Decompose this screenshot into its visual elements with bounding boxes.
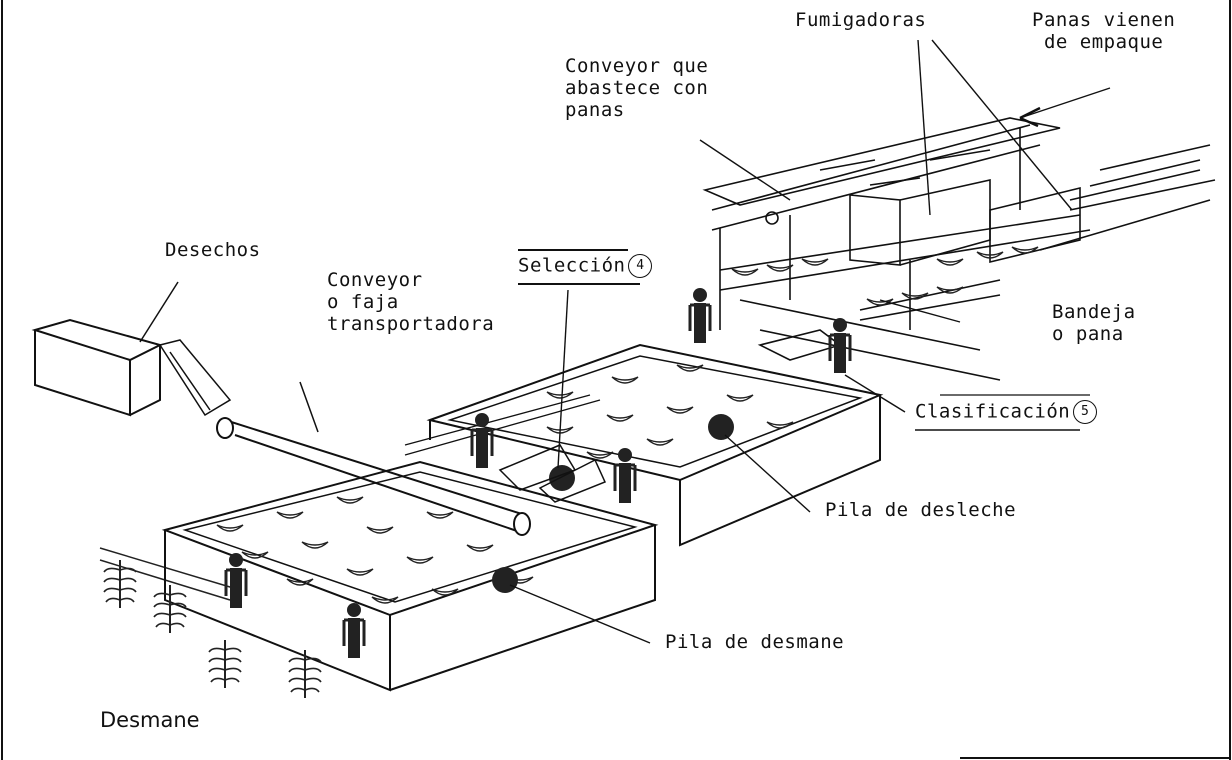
fumigation-unit [702,117,1216,381]
waste-conveyor [216,381,531,536]
step-5-badge: 5 [1073,400,1098,424]
label-pila-desmane: Pila de desmane [665,631,845,653]
label-pila-desleche: Pila de desleche [825,499,1017,521]
step-4-badge: 4 [628,254,653,278]
desleche-tank [426,343,884,547]
label-desmane: Desmane [100,708,200,732]
label-panas-vienen: Panas vienen de empaque [1032,9,1176,53]
desmane-tank [161,460,659,692]
label-bandeja: Bandeja o pana [1052,301,1136,345]
label-fumigadoras: Fumigadoras [795,9,927,31]
label-conveyor-abastece: Conveyor que abastece con panas [565,55,709,121]
waste-bin [31,281,232,417]
workers [224,286,852,660]
label-conveyor-faja: Conveyor o faja transportadora [327,269,495,335]
label-desechos: Desechos [165,239,261,261]
